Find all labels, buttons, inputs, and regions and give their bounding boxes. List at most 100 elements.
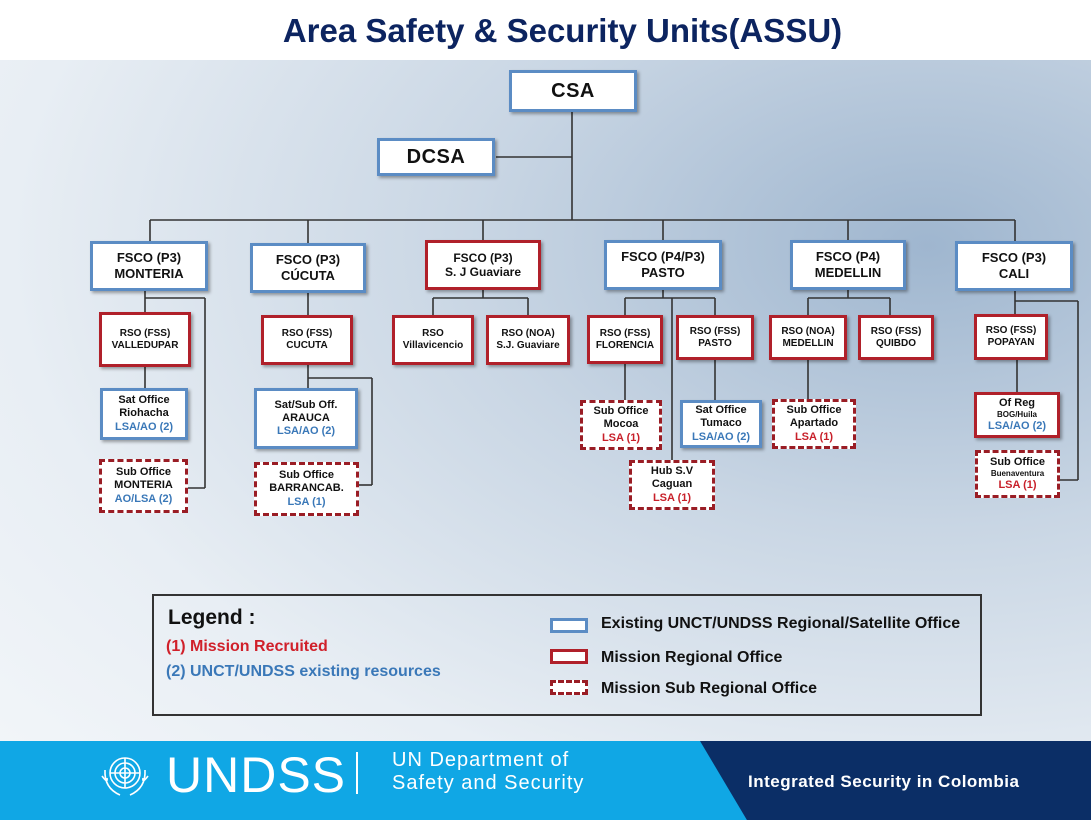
office-type: Sub Office [786,404,842,417]
rso-location: CUCUTA [286,340,328,351]
rso-location: PASTO [698,337,732,349]
footer-department-line1: UN Department of [392,749,570,771]
rso-location: S.J. Guaviare [496,340,560,351]
office-staffing: LSA (1) [652,491,692,504]
office-staffing: LSA/AO (2) [987,419,1047,432]
rso-type: RSO (FSS) [119,327,171,339]
office-type: Hub S.V [650,465,694,478]
office-type: Sub Office [115,466,171,479]
legend-swatch-existing-office [550,618,588,633]
office-location: MONTERIA [114,479,173,492]
rso-popayan: RSO (FSS) POPAYAN [974,314,1048,360]
office-type: Sub Office [593,405,649,418]
csa-box: CSA [509,70,637,112]
rso-type: RSO (FSS) [985,325,1037,336]
footer-tagline: Integrated Security in Colombia [748,772,1020,791]
sub-office-buenaventura: Sub Office Buenaventura LSA (1) [975,450,1060,498]
fsco-grade: FSCO (P3) [453,250,513,265]
rso-location: FLORENCIA [595,339,655,351]
sub-office-barrancab: Sub Office BARRANCAB. LSA (1) [254,462,359,516]
sat-office-riohacha: Sat Office Riohacha LSA/AO (2) [100,388,188,440]
legend-label-regional-office: Mission Regional Office [601,649,783,666]
footer-department-line2: Safety and Security [392,772,585,794]
rso-type: RSO (FSS) [870,325,922,337]
rso-location: VALLEDUPAR [111,339,179,351]
sat-office-tumaco: Sat Office Tumaco LSA/AO (2) [680,400,762,448]
office-staffing: LSA (1) [998,478,1037,491]
csa-label: CSA [551,80,595,102]
rso-valledupar: RSO (FSS) VALLEDUPAR [99,312,191,367]
fsco-location: S. J Guaviare [444,265,522,279]
office-staffing: LSA (1) [287,495,326,508]
legend-existing-resources: (2) UNCT/UNDSS existing resources [166,663,441,680]
legend-swatch-sub-regional-office [550,680,588,695]
page-title: Area Safety & Security Units(ASSU) [282,12,843,49]
office-type: Sat Office [118,394,170,407]
dcsa-label: DCSA [406,146,466,168]
legend-label-sub-regional-office: Mission Sub Regional Office [601,680,818,697]
rso-villavicencio: RSO Villavicencio [392,315,474,365]
rso-location: Villavicencio [402,340,464,351]
sub-office-monteria: Sub Office MONTERIA AO/LSA (2) [99,459,188,513]
fsco-grade: FSCO (P3) [116,250,182,266]
hub-caguan: Hub S.V Caguan LSA (1) [629,460,715,510]
fsco-cali: FSCO (P3) CALI [955,241,1073,291]
office-location: ARAUCA [282,411,330,424]
legend-label-existing-office: Existing UNCT/UNDSS Regional/Satellite O… [601,615,961,632]
office-location: Caguan [651,478,693,491]
fsco-grade: FSCO (P4) [815,249,881,265]
fsco-grade: FSCO (P3) [275,252,341,268]
rso-florencia: RSO (FSS) FLORENCIA [587,315,663,364]
office-type: Of Reg [998,397,1036,410]
legend-swatch-regional-office [550,649,588,664]
fsco-location: PASTO [641,265,685,280]
rso-type: RSO (NOA) [501,328,555,339]
dcsa-box: DCSA [377,138,495,176]
office-staffing: LSA/AO (2) [114,420,174,433]
un-emblem-icon [101,757,149,796]
fsco-guaviare: FSCO (P3) S. J Guaviare [425,240,541,290]
rso-type: RSO [422,328,444,339]
rso-type: RSO (FSS) [599,327,651,339]
footer-brand: UNDSS [166,747,347,803]
rso-type: RSO (FSS) [689,325,741,337]
footer-navy-band [700,741,1091,820]
office-type: Sat/Sub Off. [274,398,338,411]
office-location: Buenaventura [990,469,1045,479]
legend: Legend : (1) Mission Recruited (2) UNCT/… [152,594,982,716]
office-type: Sub Office [989,456,1045,469]
fsco-cucuta: FSCO (P3) CÚCUTA [250,243,366,293]
office-staffing: AO/LSA (2) [114,492,173,505]
fsco-location: CÚCUTA [281,268,335,283]
fsco-monteria: FSCO (P3) MONTERIA [90,241,208,291]
office-staffing: LSA (1) [794,430,834,443]
office-type: Sub Office [278,469,334,482]
rso-location: POPAYAN [987,337,1035,348]
rso-medellin: RSO (NOA) MEDELLIN [769,315,847,360]
office-type: Sat Office [695,404,747,417]
office-location: BARRANCAB. [269,482,344,495]
rso-type: RSO (FSS) [281,328,333,339]
fsco-grade: FSCO (P3) [981,250,1047,266]
fsco-grade: FSCO (P4/P3) [621,249,705,265]
fsco-location: MONTERIA [114,266,184,281]
of-reg-bog-huila: Of Reg BOG/Huila LSA/AO (2) [974,392,1060,438]
office-location: Riohacha [119,407,169,420]
office-location: Tumaco [700,417,742,430]
sub-office-apartado: Sub Office Apartado LSA (1) [772,399,856,449]
office-location: BOG/Huila [996,410,1037,420]
sub-office-mocoa: Sub Office Mocoa LSA (1) [580,400,662,450]
legend-title: Legend : [168,606,256,629]
legend-mission-recruited: (1) Mission Recruited [166,638,328,655]
footer-divider [356,752,358,794]
office-staffing: LSA (1) [601,431,641,444]
rso-type: RSO (NOA) [781,325,835,337]
fsco-medellin: FSCO (P4) MEDELLIN [790,240,906,290]
sat-sub-office-arauca: Sat/Sub Off. ARAUCA LSA/AO (2) [254,388,358,449]
fsco-pasto: FSCO (P4/P3) PASTO [604,240,722,290]
rso-cucuta: RSO (FSS) CUCUTA [261,315,353,365]
office-staffing: LSA/AO (2) [691,430,751,443]
title-bar [0,0,1091,60]
